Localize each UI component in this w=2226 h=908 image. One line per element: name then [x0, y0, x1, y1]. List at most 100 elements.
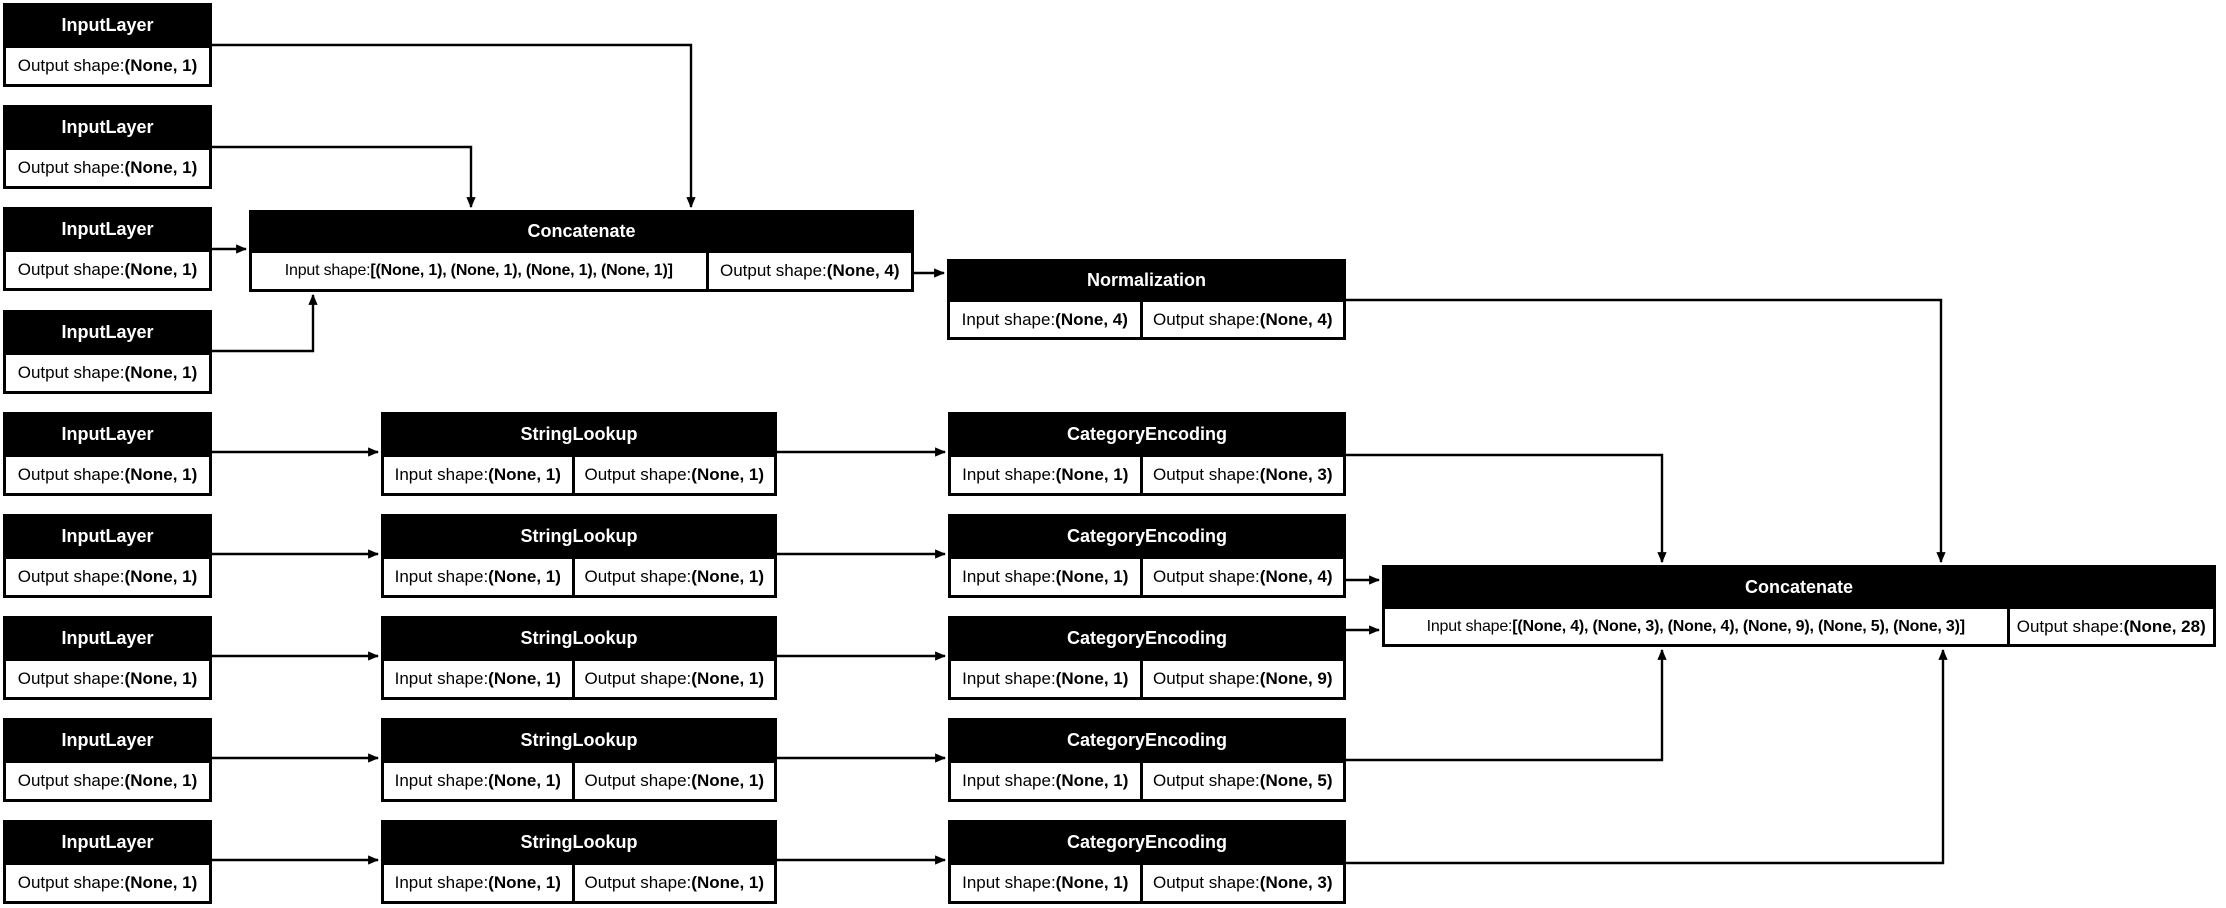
shape-value: (None, 1) — [691, 567, 765, 586]
shape-value: (None, 28) — [2123, 616, 2206, 636]
shape-value: (None, 1) — [691, 669, 765, 688]
layer-type-label: InputLayer — [61, 322, 154, 342]
shape-label: Output shape: — [719, 261, 827, 280]
shape-value: (None, 4) — [1259, 567, 1333, 586]
layer-input-shape-cell: Input shape: (None, 1) — [951, 763, 1140, 799]
layer-type-label: InputLayer — [61, 832, 154, 852]
layer-output-shape-cell: Output shape: (None, 1) — [6, 150, 209, 186]
layer-type-label: InputLayer — [61, 730, 154, 750]
shape-label: Input shape: — [1426, 617, 1513, 635]
shape-cells: Input shape: (None, 1)Output shape: (Non… — [948, 865, 1346, 904]
shape-cells: Input shape: (None, 1)Output shape: (Non… — [948, 457, 1346, 496]
shape-cells: Input shape: [(None, 4), (None, 3), (Non… — [1382, 609, 2216, 647]
shape-label: Output shape: — [17, 260, 125, 279]
layer-input-shape-cell: Input shape: (None, 1) — [951, 865, 1140, 901]
shape-label: Output shape: — [1152, 669, 1260, 688]
shape-cells: Input shape: [(None, 1), (None, 1), (Non… — [249, 253, 914, 292]
shape-value: (None, 1) — [488, 669, 561, 688]
shape-label: Output shape: — [1152, 465, 1260, 484]
shape-cells: Input shape: (None, 1) Output shape: (Non… — [948, 763, 1346, 802]
layer-output-shape-cell: Output shape: (None, 4) — [708, 253, 911, 289]
shape-label: Input shape: — [394, 567, 489, 586]
shape-value: (None, 1) — [1055, 771, 1129, 790]
layer-output-shape-cell: Output shape: (None, 1) — [6, 457, 209, 493]
shape-label: Output shape: — [1152, 567, 1260, 586]
shape-value: (None, 1) — [1055, 567, 1129, 586]
shape-label: Output shape: — [17, 158, 125, 177]
layer-input-shape-cell: Input shape: [(None, 1), (None, 1), (Non… — [252, 253, 706, 289]
layer-output-shape-cell: Output shape: (None, 1) — [6, 252, 209, 288]
shape-cells: Output shape: (None, 1) — [3, 457, 212, 496]
shape-cells: Input shape: (None, 1)Output shape: (Non… — [381, 661, 777, 700]
layer-output-shape-cell: Output shape: (None, 4) — [1142, 302, 1343, 337]
layer-type-label: CategoryEncoding — [1066, 526, 1227, 546]
shape-label: Input shape: — [962, 873, 1056, 892]
shape-value: (None, 1) — [124, 260, 198, 279]
edge-normalization-to-concat-b — [1346, 298, 1946, 564]
shape-value: (None, 4) — [826, 261, 900, 280]
shape-cells: Input shape: (None, 1)Output shape: (Non… — [381, 457, 777, 496]
layer-input-shape-cell: Input shape: (None, 1) — [384, 661, 572, 697]
layer-type-label: StringLookup — [520, 526, 638, 546]
layer-type-label: StringLookup — [520, 832, 638, 852]
shape-label: Input shape: — [394, 873, 489, 892]
shape-label: Output shape: — [584, 771, 692, 790]
layer-type-label: Normalization — [1086, 270, 1206, 290]
shape-value: (None, 1) — [488, 771, 561, 790]
shape-cells: Output shape: (None, 1) — [3, 150, 212, 189]
layer-input-shape-cell: Input shape: (None, 1) — [951, 661, 1140, 697]
shape-label: Output shape: — [17, 873, 125, 892]
layer-input-shape-cell: Input shape: (None, 4) — [950, 302, 1140, 337]
edge-input-2-to-concat-a — [212, 145, 476, 209]
layer-output-shape-cell: Output shape: (None, 3) — [1142, 457, 1343, 493]
layer-type-label: InputLayer — [61, 526, 154, 546]
layer-input-shape-cell: Input shape: (None, 1) — [384, 865, 572, 901]
shape-cells: Input shape: (None, 1)Output shape: (Non… — [381, 763, 777, 802]
shape-label: Output shape: — [17, 669, 125, 688]
shape-label: Input shape: — [962, 567, 1056, 586]
shape-cells: Output shape: (None, 1) — [3, 865, 212, 904]
layer-output-shape-cell: Output shape: (None, 1) — [6, 865, 209, 901]
shape-label: Input shape: — [394, 465, 489, 484]
shape-label: Output shape: — [17, 56, 125, 75]
shape-label: Input shape: — [961, 309, 1056, 329]
shape-value: (None, 5) — [1259, 771, 1333, 790]
shape-value: [(None, 4), (None, 3), (None, 4), (None,… — [1512, 617, 1965, 635]
layer-input-shape-cell: Input shape: (None, 1) — [951, 559, 1140, 595]
shape-value: (None, 1) — [1055, 465, 1129, 484]
layer-type-label: StringLookup — [520, 424, 638, 444]
shape-label: Output shape: — [584, 567, 692, 586]
layer-output-shape-cell: Output shape: (None, 1) — [574, 865, 774, 901]
shape-cells: Output shape: (None, 1) — [3, 48, 212, 87]
layer-output-shape-cell: Output shape: (None, 1) — [6, 48, 209, 84]
shape-value: (None, 4) — [1259, 309, 1333, 329]
layer-output-shape-cell: Output shape: (None, 1) — [574, 457, 774, 493]
shape-cells: Output shape: (None, 1) — [3, 559, 212, 598]
shape-value: (None, 1) — [124, 363, 198, 382]
layer-output-shape-cell: Output shape: (None, 28) — [2009, 609, 2213, 644]
shape-label: Input shape: — [962, 771, 1056, 790]
layer-type-label: CategoryEncoding — [1066, 730, 1227, 750]
layer-output-shape-cell: Output shape: (None, 9) — [1142, 661, 1343, 697]
layer-type-label: InputLayer — [61, 117, 154, 137]
shape-label: Input shape: — [284, 262, 371, 279]
shape-cells: Input shape: (None, 4)Output shape: (Non… — [947, 302, 1346, 340]
shape-label: Output shape: — [17, 771, 125, 790]
shape-label: Output shape: — [1152, 771, 1260, 790]
shape-label: Input shape: — [962, 669, 1056, 688]
shape-value: [(None, 1), (None, 1), (None, 1), (None,… — [370, 262, 673, 279]
